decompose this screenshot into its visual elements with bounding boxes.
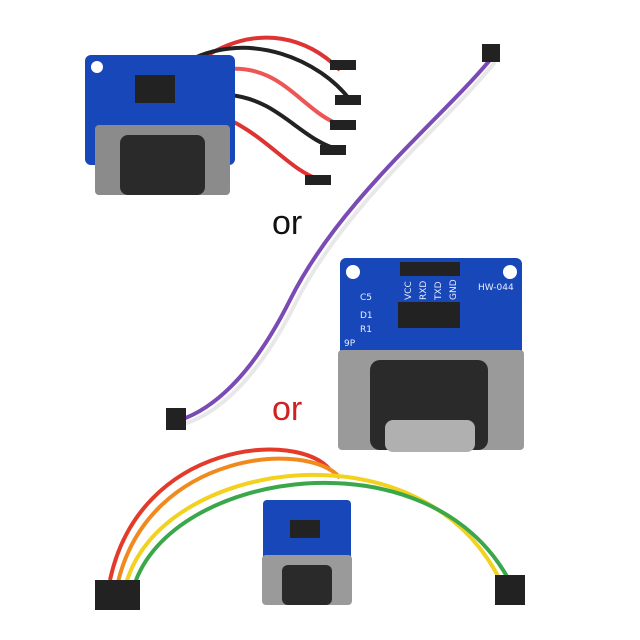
hw044-board: HW-044 VCC RXD TXD GND C5 D1 R1 9P [338,258,524,452]
pin-label-vcc: VCC [404,281,414,300]
or-separator-2: or [272,390,303,428]
pin-label-rxd: RXD [419,281,429,300]
component-label-c5: C5 [360,293,372,303]
bottom-board-with-ribbon [95,447,525,610]
single-jumper-cable [166,44,500,430]
connector-label: 9P [344,339,356,349]
board-model-label: HW-044 [478,283,514,293]
component-label-d1: D1 [360,311,373,321]
top-board-with-jumpers [85,35,361,195]
component-label-r1: R1 [360,325,372,335]
pin-label-txd: TXD [434,281,444,301]
or-separator-1: or [272,204,303,242]
pin-label-gnd: GND [449,279,459,300]
